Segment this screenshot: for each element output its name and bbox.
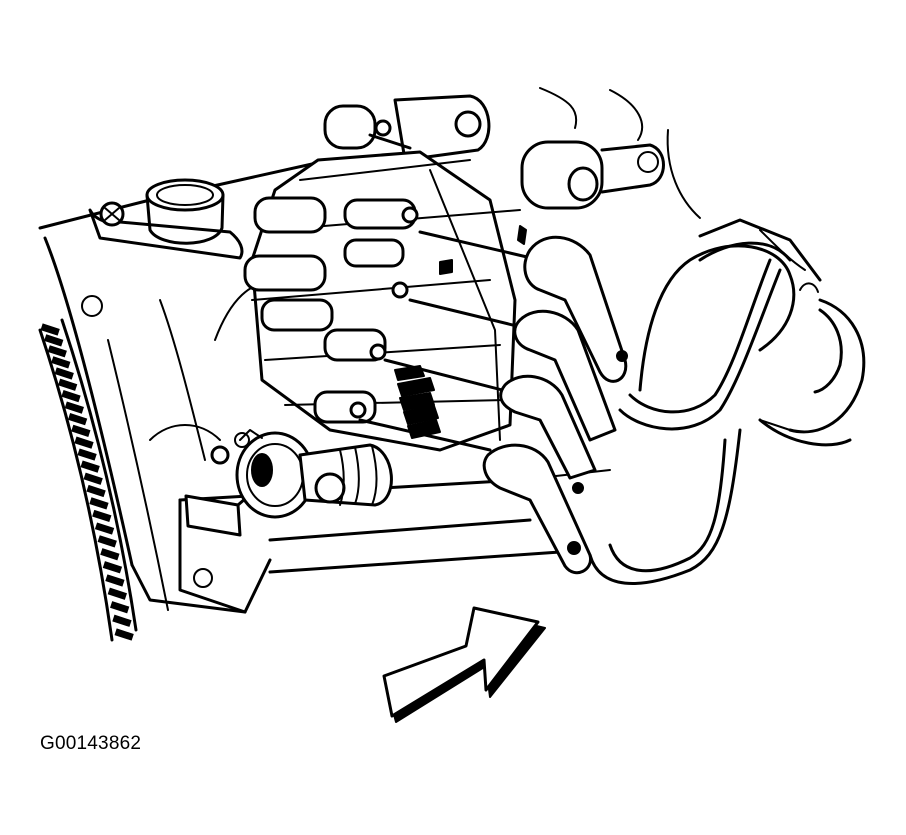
front-direction-arrow (382, 606, 546, 723)
belt-tooth (107, 587, 127, 600)
belt-tooth (89, 497, 109, 510)
belt-tooth (102, 561, 123, 574)
coil-terminals (243, 196, 419, 424)
spark-plug-wires (358, 230, 796, 585)
belt-tooth (64, 401, 84, 414)
belt-tooth (94, 522, 115, 535)
mount-bracket-right (520, 87, 701, 219)
belt-tooth (40, 323, 60, 336)
belt-tooth (83, 472, 103, 485)
belt-tooth (86, 484, 106, 498)
belt-tooth (92, 509, 112, 523)
timing-belt (38, 318, 169, 642)
alternator-area (698, 218, 866, 447)
belt-tooth (114, 628, 134, 641)
ignition-coil-pack (243, 150, 527, 452)
belt-tooth (47, 345, 67, 358)
belt-tooth (67, 413, 88, 426)
belt-tooth (112, 614, 132, 627)
belt-tooth (61, 390, 81, 403)
belt-tooth (74, 436, 94, 449)
belt-tooth (100, 548, 120, 561)
oil-filler-neck (88, 178, 244, 260)
belt-tooth (44, 334, 64, 347)
belt-tooth (110, 601, 130, 614)
mount-bracket-left (323, 94, 491, 162)
belt-tooth (105, 574, 125, 587)
belt-tooth (80, 460, 100, 473)
belt-tooth (71, 424, 91, 437)
belt-tooth (58, 378, 78, 391)
belt-teeth (40, 323, 134, 641)
belt-tooth (54, 367, 74, 380)
belt-tooth (77, 448, 97, 461)
belt-tooth (97, 535, 117, 548)
figure-reference-code: G00143862 (40, 733, 142, 754)
belt-tooth (51, 356, 71, 369)
retaining-clips (394, 225, 527, 439)
camshaft-sensor (210, 429, 393, 519)
